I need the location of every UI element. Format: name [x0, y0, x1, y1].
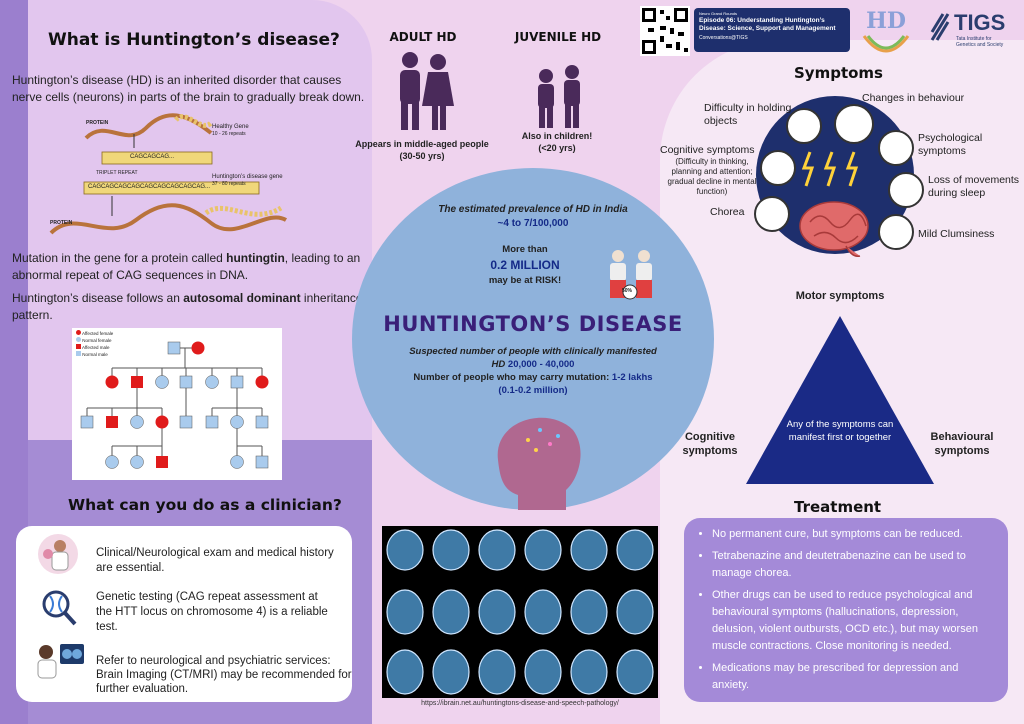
parent-child-icon: [604, 248, 658, 300]
episode-title: Episode 06: Understanding Huntington’s D…: [699, 17, 836, 32]
pedigree-chart: Affected female Normal female Affected m…: [72, 328, 282, 480]
main-title: HUNTINGTON’S DISEASE: [383, 312, 683, 336]
treatment-title: Treatment: [794, 498, 882, 516]
brain-icon: [796, 198, 876, 260]
behaviour-icon: [834, 104, 874, 144]
more-than-label: More than: [502, 244, 548, 255]
gene-healthy-repeats: 10 - 26 repeats: [212, 131, 246, 137]
source-url[interactable]: https://ibrain.net.au/huntingtons-diseas…: [421, 700, 619, 707]
gene-healthy-sequence: CAGCAGCAG...: [130, 154, 175, 160]
symptom-clumsiness: Mild Clumsiness: [918, 228, 995, 240]
treatment-item: Other drugs can be used to reduce psycho…: [712, 587, 996, 655]
episode-conversations: Conversations@TIGS: [699, 35, 748, 41]
prevalence-label: The estimated prevalence of HD in India: [438, 204, 628, 215]
holding-objects-icon: [786, 108, 822, 144]
brain-scan-images: [386, 529, 654, 695]
suspected-label: Suspected number of people with clinical…: [409, 346, 657, 357]
fifty-percent-badge: 50%: [622, 288, 633, 294]
motor-symptoms-label: Motor symptoms: [795, 290, 885, 302]
clinician-item-referral: Refer to neurological and psychiatric se…: [96, 655, 352, 695]
brain-scan-doctor-icon: [34, 640, 86, 680]
head-silhouette-icon: [478, 400, 598, 510]
doctor-icon: [38, 534, 78, 574]
children-icon: [532, 64, 588, 130]
qr-code: [640, 6, 690, 56]
clinician-panel: Clinical/Neurological exam and medical h…: [16, 526, 352, 702]
treatment-panel: No permanent cure, but symptoms can be r…: [684, 518, 1008, 702]
symptom-cognitive-detail: (Difficulty in thinking, planning and at…: [667, 157, 757, 196]
gene-hd-label: Huntington’s disease gene: [212, 174, 283, 180]
symptom-chorea: Chorea: [710, 206, 745, 218]
symptom-triangle: [746, 316, 934, 484]
gene-hd-sequence: CAGCAGCAGCAGCAGCAGCAGCAGCAG...: [88, 184, 211, 190]
dna-magnifier-icon: [38, 584, 78, 628]
cognitive-icon: [760, 150, 796, 186]
prevalence-value: ~4 to 7/100,000: [497, 218, 569, 229]
brain-scan-grid: [382, 526, 658, 698]
treatment-item: Tetrabenazine and deutetrabenazine can b…: [712, 548, 996, 582]
adult-couple-icon: [392, 50, 458, 132]
what-is-hd-title: What is Huntington’s disease?: [48, 30, 340, 50]
gene-diagram: [49, 113, 288, 235]
pedigree-svg: [80, 341, 269, 469]
clumsiness-icon: [878, 214, 914, 250]
episode-series: Neuro Grand Rounds: [699, 11, 738, 16]
treatment-item: Medications may be prescribed for depres…: [712, 660, 996, 694]
gene-hd-repeats: 37 - 80 repeats: [212, 181, 246, 187]
gene-triplet-label: TRIPLET REPEAT: [96, 170, 138, 176]
what-is-hd-description: Huntington’s disease (HD) is an inherite…: [12, 73, 365, 104]
mutation-carriers-sub: (0.1-0.2 million): [498, 385, 568, 396]
clinician-item-exam: Clinical/Neurological exam and medical h…: [96, 547, 334, 574]
psychological-icon: [878, 130, 914, 166]
juvenile-hd-title: JUVENILE HD: [514, 30, 602, 44]
gene-protein-top-label: PROTEIN: [86, 120, 109, 126]
sleep-movement-icon: [888, 172, 924, 208]
treatment-item: No permanent cure, but symptoms can be r…: [712, 526, 996, 543]
juvenile-hd-description: Also in children!(<20 yrs): [521, 131, 593, 153]
symptoms-title: Symptoms: [794, 64, 883, 82]
episode-banner: Neuro Grand Rounds Episode 06: Understan…: [694, 8, 850, 52]
gene-protein-bottom-label: PROTEIN: [50, 220, 73, 226]
mutation-carriers: Number of people who may carry mutation:…: [413, 372, 653, 383]
gene-healthy-label: Healthy Gene: [212, 124, 249, 130]
inheritance-description: Huntington’s disease follows an autosoma…: [12, 291, 363, 322]
symptom-behaviour: Changes in behaviour: [862, 92, 965, 104]
symptom-cognitive: Cognitive symptoms: [660, 144, 755, 156]
clinician-item-genetic-test: Genetic testing (CAG repeat assessment a…: [96, 591, 328, 633]
chorea-icon: [754, 196, 790, 232]
tigs-logo-icon: [930, 10, 950, 44]
adult-hd-description: Appears in middle-aged people(30-50 yrs): [355, 139, 489, 161]
tigs-logo-text: TIGS: [954, 10, 1006, 35]
risk-value: 0.2 MILLION: [490, 258, 560, 272]
clinician-title: What can you do as a clinician?: [68, 496, 342, 514]
risk-label: may be at RISK!: [488, 275, 562, 286]
hd-logo: HD: [858, 2, 914, 62]
adult-hd-title: ADULT HD: [389, 30, 457, 44]
pedigree-legend: Affected female Normal female Affected m…: [76, 330, 113, 358]
mutation-description: Mutation in the gene for a protein calle…: [12, 251, 361, 282]
lightning-icons: [801, 151, 859, 187]
clinically-manifested-value: HD 20,000 - 40,000: [491, 359, 575, 370]
